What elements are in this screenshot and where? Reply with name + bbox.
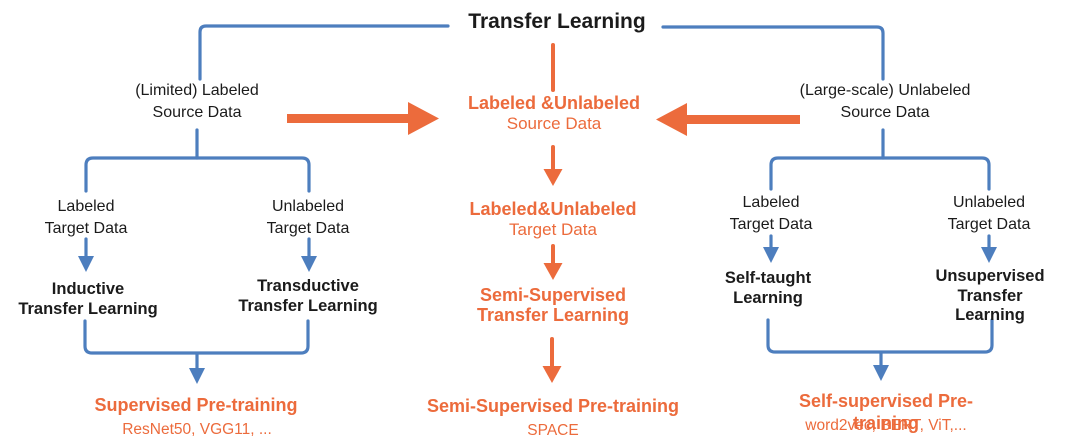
big-arrow-left-to-center	[287, 102, 439, 135]
self-taught-learning-label: Self-taught Learning	[724, 269, 812, 307]
left-split-bracket	[84, 156, 311, 193]
right-labeled-target-label: Labeled Target Data	[729, 194, 813, 233]
center-source-data-line1: Labeled &Unlabeled	[467, 93, 641, 113]
connector-title-to-left	[198, 24, 450, 81]
right-split-bracket	[769, 156, 991, 191]
supervised-pretraining-label: Supervised Pre-training	[94, 395, 298, 415]
center-target-data-line1: Labeled&Unlabeled	[469, 199, 637, 219]
diagram-title: Transfer Learning	[468, 10, 646, 33]
left-unlabeled-target-label: Unlabeled Target Data	[266, 198, 350, 237]
self-supervised-pretraining-examples: word2vec, BERT, ViT,...	[805, 417, 967, 434]
left-labeled-target-label: Labeled Target Data	[44, 198, 128, 237]
self-supervised-pretraining-label: Self-supervised Pre-training	[798, 391, 974, 433]
semi-supervised-pretraining-examples: SPACE	[527, 422, 579, 439]
center-target-data-line2: Target Data	[509, 220, 597, 239]
supervised-pretraining-examples: ResNet50, VGG11, ...	[122, 421, 272, 438]
right-unlabeled-target-label: Unlabeled Target Data	[947, 194, 1031, 233]
big-arrow-right-to-center	[656, 103, 800, 136]
connector-title-to-right	[661, 25, 885, 81]
inductive-transfer-learning-label: Inductive Transfer Learning	[18, 280, 158, 318]
right-source-data-label: (Large-scale) Unlabeled Source Data	[799, 82, 971, 121]
semi-supervised-pretraining-label: Semi-Supervised Pre-training	[426, 396, 680, 416]
center-source-data-line2: Source Data	[506, 114, 602, 133]
unsupervised-transfer-learning-label: Unsupervised Transfer Learning	[935, 267, 1045, 324]
semi-supervised-transfer-learning-label: Semi-Supervised Transfer Learning	[476, 285, 630, 325]
transductive-transfer-learning-label: Transductive Transfer Learning	[238, 277, 378, 315]
left-merge-bracket	[83, 319, 310, 355]
left-source-data-label: (Limited) Labeled Source Data	[135, 82, 259, 121]
